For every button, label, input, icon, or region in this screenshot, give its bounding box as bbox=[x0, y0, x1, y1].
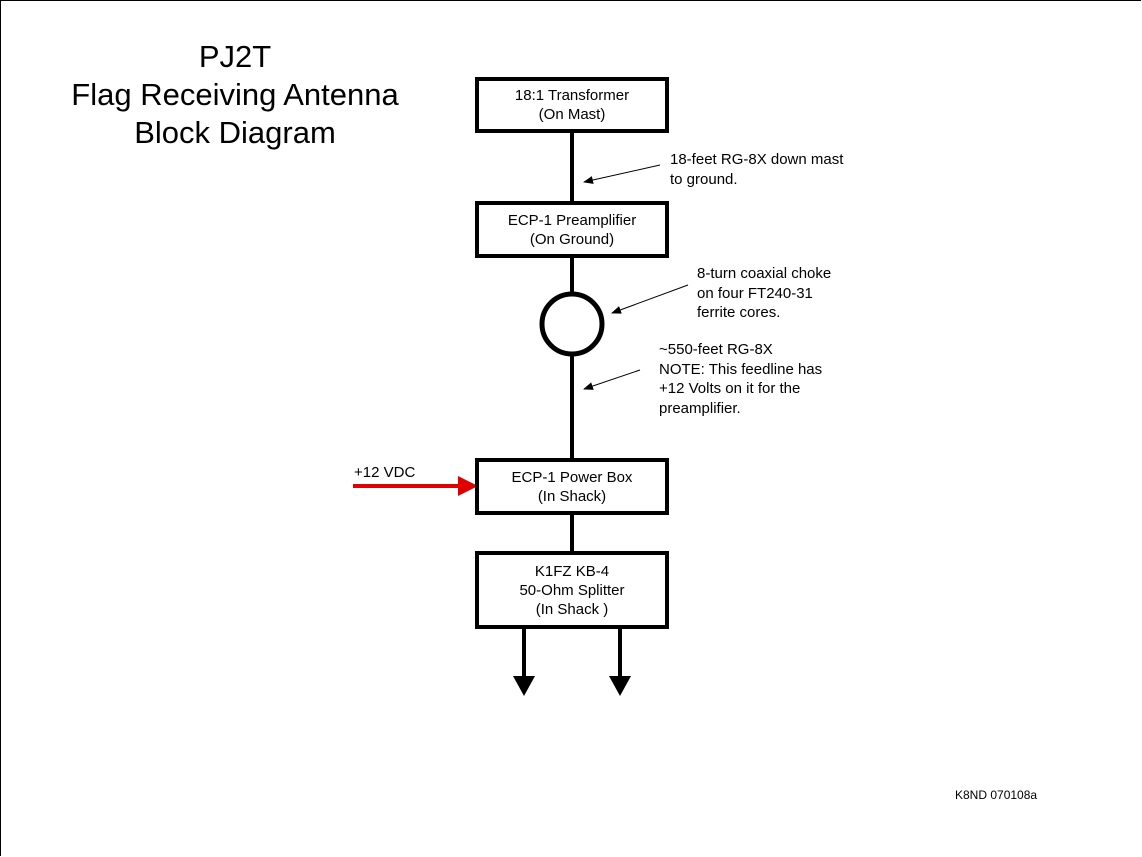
feedline-pointer bbox=[583, 369, 641, 390]
transformer-label: 18:1 Transformer bbox=[514, 87, 630, 104]
transformer-block: 18:1 Transformer (On Mast) bbox=[475, 77, 669, 133]
transformer-location: (On Mast) bbox=[538, 106, 606, 123]
splitter-label: K1FZ KB-4 bbox=[534, 562, 610, 580]
mast-coax-note-line-1: 18-feet RG-8X down mast bbox=[670, 151, 844, 168]
choke-note-line-1: 8-turn coaxial choke bbox=[697, 265, 832, 282]
feedline-note: ~550-feet RG-8X NOTE: This feedline has … bbox=[659, 340, 822, 418]
splitter-location: (In Shack ) bbox=[535, 600, 609, 618]
output-arrowhead-2 bbox=[609, 676, 631, 696]
preamp-location: (On Ground) bbox=[529, 230, 615, 248]
mast-coax-note-line-2: to ground. bbox=[670, 170, 738, 188]
powerbox-location: (In Shack) bbox=[537, 487, 607, 505]
diagram-title: PJ2T Flag Receiving Antenna Block Diagra… bbox=[60, 38, 410, 152]
mast-coax-pointer bbox=[583, 164, 661, 184]
power-input-arrowhead bbox=[458, 476, 478, 496]
document-code: K8ND 070108a bbox=[955, 788, 1038, 802]
power-input-label: +12 VDC bbox=[354, 464, 416, 481]
choke-pointer bbox=[611, 284, 689, 314]
powerbox-block: ECP-1 Power Box (In Shack) bbox=[475, 458, 669, 515]
feedline-note-line-1: ~550-feet RG-8X bbox=[659, 341, 773, 358]
preamp-label: ECP-1 Preamplifier bbox=[507, 211, 637, 229]
preamp-block: ECP-1 Preamplifier (On Ground) bbox=[475, 201, 669, 258]
mast-coax-note: 18-feet RG-8X down mast to ground. bbox=[670, 150, 843, 189]
feedline-note-line-4: preamplifier. bbox=[659, 399, 741, 417]
title-line-3: Block Diagram bbox=[134, 115, 336, 150]
splitter-type: 50-Ohm Splitter bbox=[519, 581, 625, 599]
splitter-block: K1FZ KB-4 50-Ohm Splitter (In Shack ) bbox=[475, 551, 669, 629]
feedline-note-line-3: +12 Volts on it for the bbox=[659, 380, 801, 397]
powerbox-label: ECP-1 Power Box bbox=[511, 468, 633, 486]
title-line-1: PJ2T bbox=[198, 39, 272, 74]
choke-note-line-3: ferrite cores. bbox=[697, 304, 781, 321]
coaxial-choke bbox=[539, 291, 605, 357]
choke-note: 8-turn coaxial choke on four FT240-31 fe… bbox=[697, 264, 831, 323]
choke-note-line-2: on four FT240-31 bbox=[697, 284, 813, 302]
title-line-2: Flag Receiving Antenna bbox=[71, 77, 399, 112]
feedline-note-line-2: NOTE: This feedline has bbox=[659, 360, 823, 378]
output-arrowhead-1 bbox=[513, 676, 535, 696]
